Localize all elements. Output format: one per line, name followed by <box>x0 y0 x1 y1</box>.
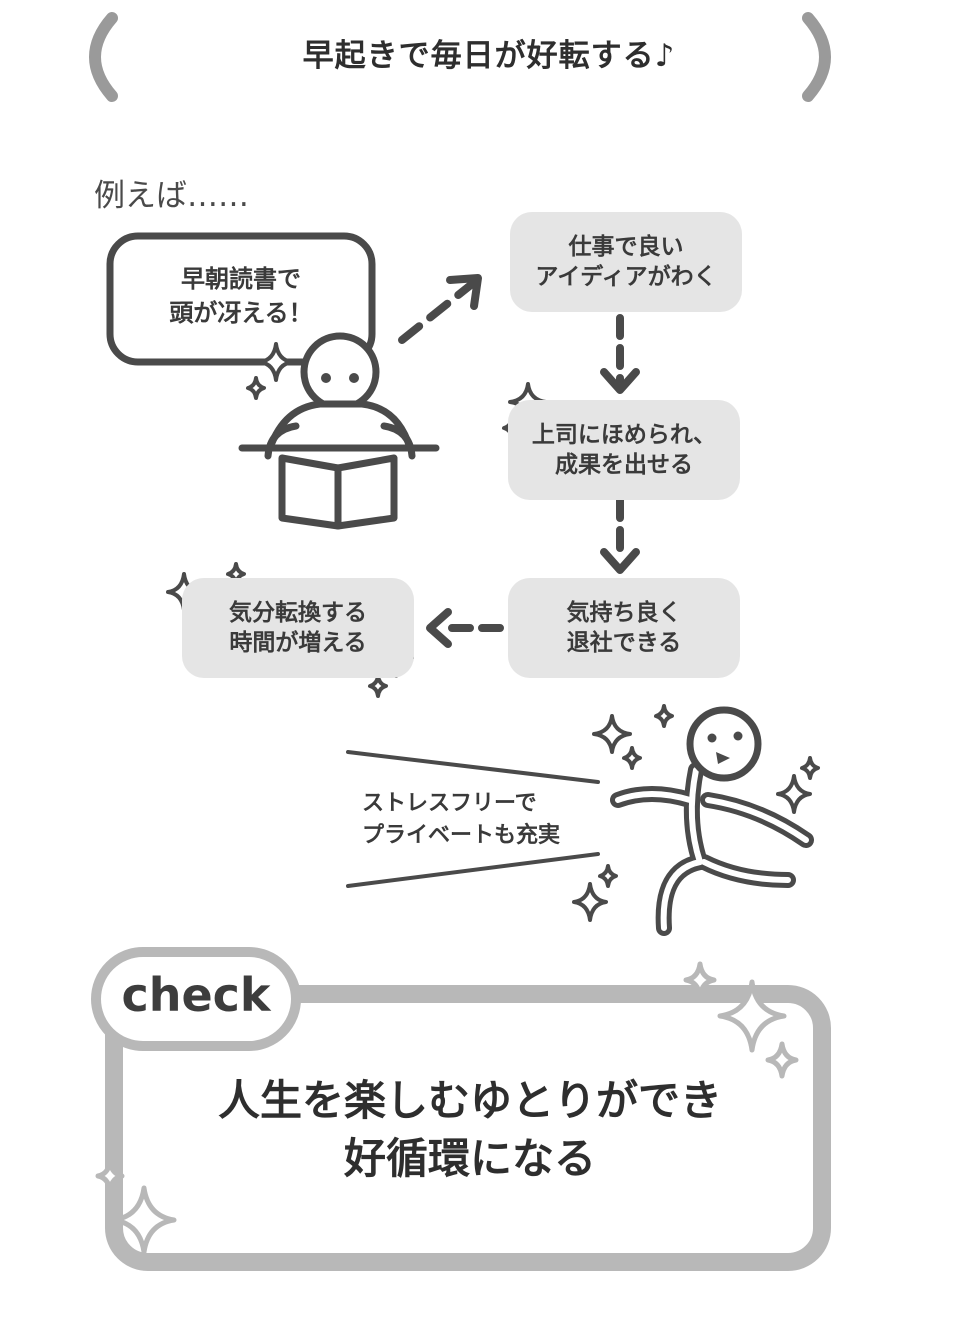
check-message: 人生を楽しむゆとりができ 好循環になる <box>217 1076 722 1183</box>
check-frame <box>105 985 831 1271</box>
jumping-person-inner <box>615 767 809 931</box>
speech-bubble <box>106 232 376 366</box>
reading-person <box>238 332 440 530</box>
flow-step-praise: 上司にほめられ、 成果を出せる <box>508 400 740 500</box>
check-label-pill <box>91 947 301 1051</box>
flow-step-leave-work: 気持ち良く 退社できる <box>508 578 740 678</box>
jumping-person-head <box>686 706 762 782</box>
check-label: check <box>121 968 271 1022</box>
left-bracket <box>89 12 118 102</box>
flow-step-idea: 仕事で良い アイディアがわく <box>510 212 742 312</box>
speed-lines <box>346 750 600 888</box>
page-title: 早起きで毎日が好転する♪ <box>302 38 676 74</box>
flow-step-free-time: 気分転換する 時間が増える <box>182 578 414 678</box>
right-bracket <box>802 12 831 102</box>
example-label: 例えば…… <box>94 178 249 214</box>
stress-free-text: ストレスフリーで プライベートも充実 <box>362 791 561 848</box>
flow-arrows <box>398 274 640 648</box>
check-sparkle-icons <box>95 961 799 1255</box>
speech-bubble-text: 早朝読書で 頭が冴える！ <box>169 265 313 327</box>
